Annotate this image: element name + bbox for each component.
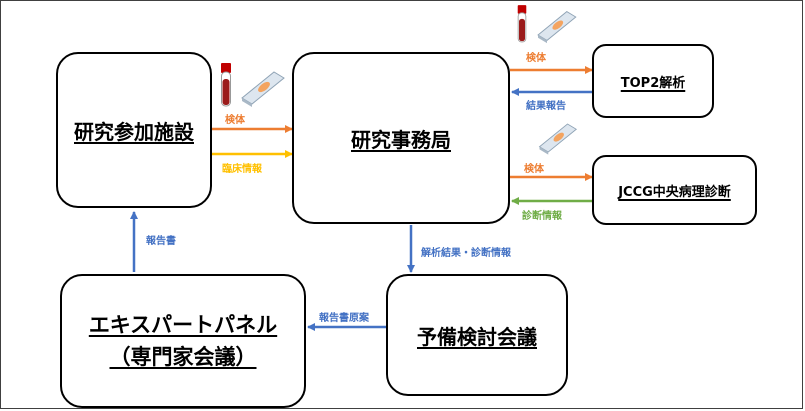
label-specimen-top2: 検体 [526,53,546,64]
label-draft-report: 報告書原案 [319,313,369,324]
label-specimen-left: 検体 [225,115,245,126]
expert-panel-label: エキスパートパネル [88,313,278,337]
label-specimen-jccg: 検体 [524,164,544,175]
preliminary-meeting-label: 予備検討会議 [417,324,537,349]
node-expert-panel: エキスパートパネル （専門家会議） [60,274,306,408]
label-diagnosis-info: 診断情報 [522,211,562,222]
glass-slide-icon [538,123,578,155]
glass-slide-icon [537,11,577,44]
node-participating-facility: 研究参加施設 [56,52,212,208]
label-report: 報告書 [146,236,176,247]
node-top2: TOP2解析 [592,44,714,118]
blood-tube-icon [221,63,231,107]
participating-facility-label: 研究参加施設 [74,119,194,144]
label-analysis-diagnosis: 解析結果・診断情報 [421,248,511,259]
jccg-label: JCCG中央病理診断 [618,184,731,200]
node-secretariat: 研究事務局 [292,52,510,224]
secretariat-label: 研究事務局 [351,127,451,152]
expert-panel-sublabel: （専門家会議） [109,345,257,369]
top2-label: TOP2解析 [620,75,686,91]
label-result-report: 結果報告 [526,101,566,112]
node-preliminary-meeting: 予備検討会議 [386,274,568,396]
node-jccg: JCCG中央病理診断 [592,155,757,225]
label-clinical-info: 臨床情報 [222,164,262,175]
blood-tube-icon [517,5,527,43]
glass-slide-icon [241,71,285,107]
